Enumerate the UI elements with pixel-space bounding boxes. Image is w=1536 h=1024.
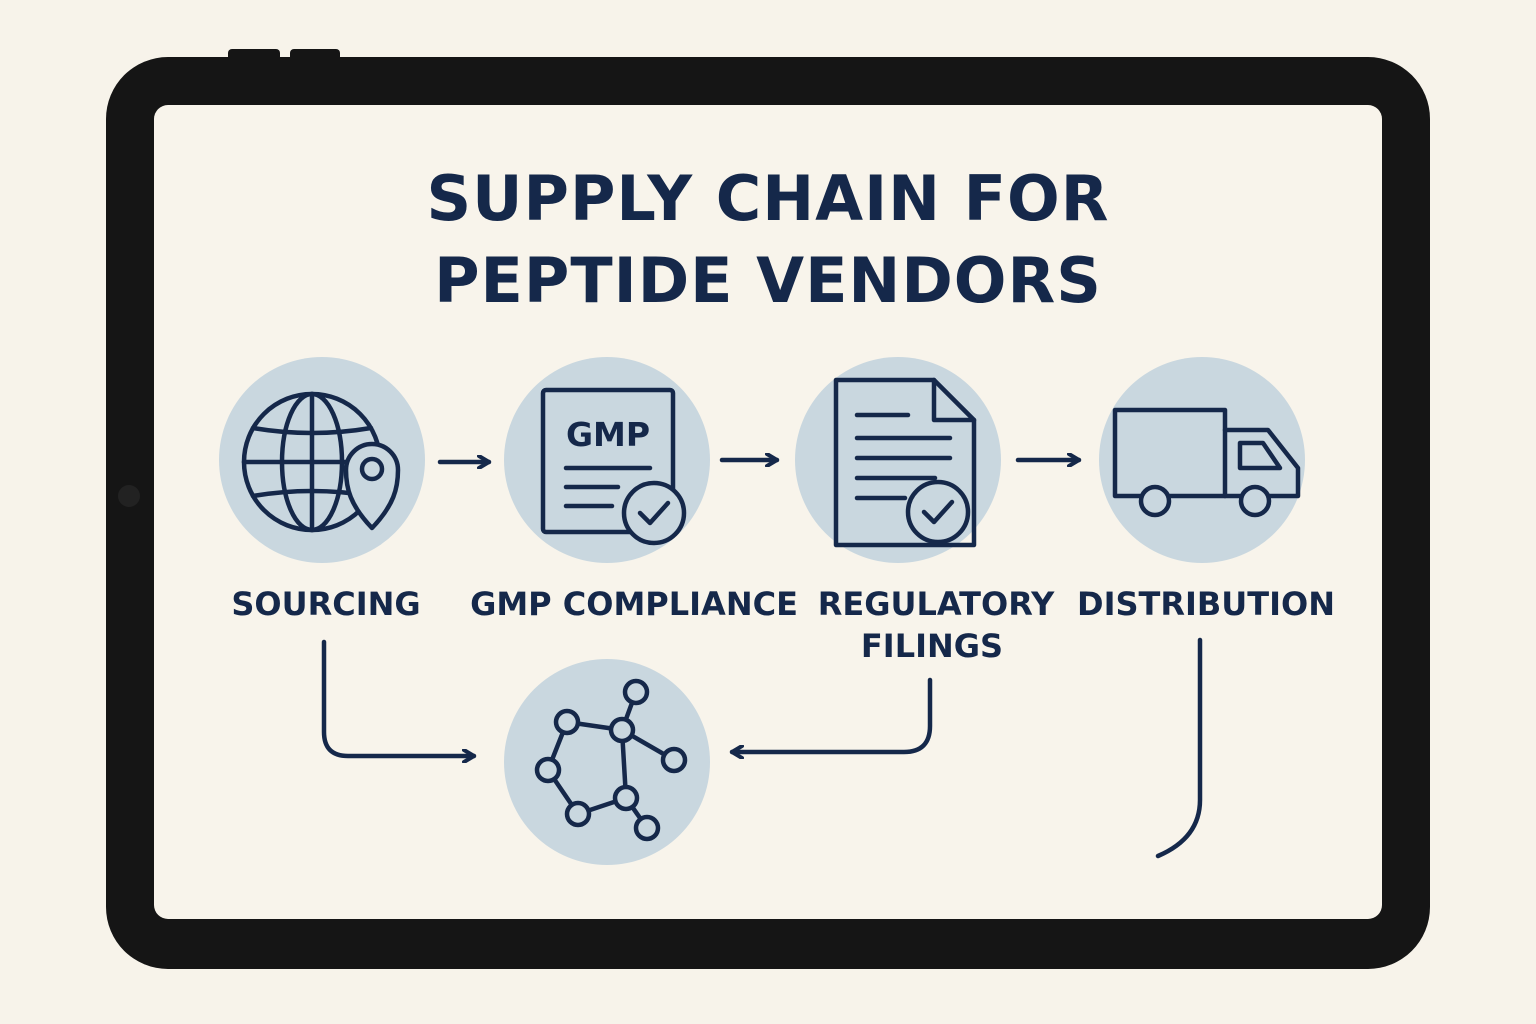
globe-pin-icon [241, 391, 401, 533]
connector-regulatory-to-hub [729, 677, 933, 752]
label-gmp-compliance: GMP COMPLIANCE [470, 585, 798, 623]
gmp-document-check-icon [540, 387, 687, 546]
label-distribution: DISTRIBUTION [1077, 585, 1335, 623]
label-sourcing: SOURCING [231, 585, 421, 623]
title-line-1: SUPPLY CHAIN FOR [426, 162, 1110, 235]
peptide-hub-circle [504, 659, 710, 865]
tablet-top-button-right [290, 49, 340, 58]
label-regulatory-line-1: REGULATORY [817, 585, 1055, 623]
document-check-icon [833, 377, 977, 548]
connector-distribution-tail [1155, 637, 1203, 859]
gmp-icon-text: GMP [566, 415, 650, 454]
peptide-molecule-icon [534, 678, 688, 842]
label-regulatory-line-2: FILINGS [860, 627, 1004, 665]
tablet-camera [118, 485, 140, 507]
truck-icon [1112, 407, 1301, 518]
title-line-2: PEPTIDE VENDORS [434, 244, 1102, 317]
connector-sourcing-to-hub [321, 639, 477, 756]
tablet-top-button-left [228, 49, 280, 58]
